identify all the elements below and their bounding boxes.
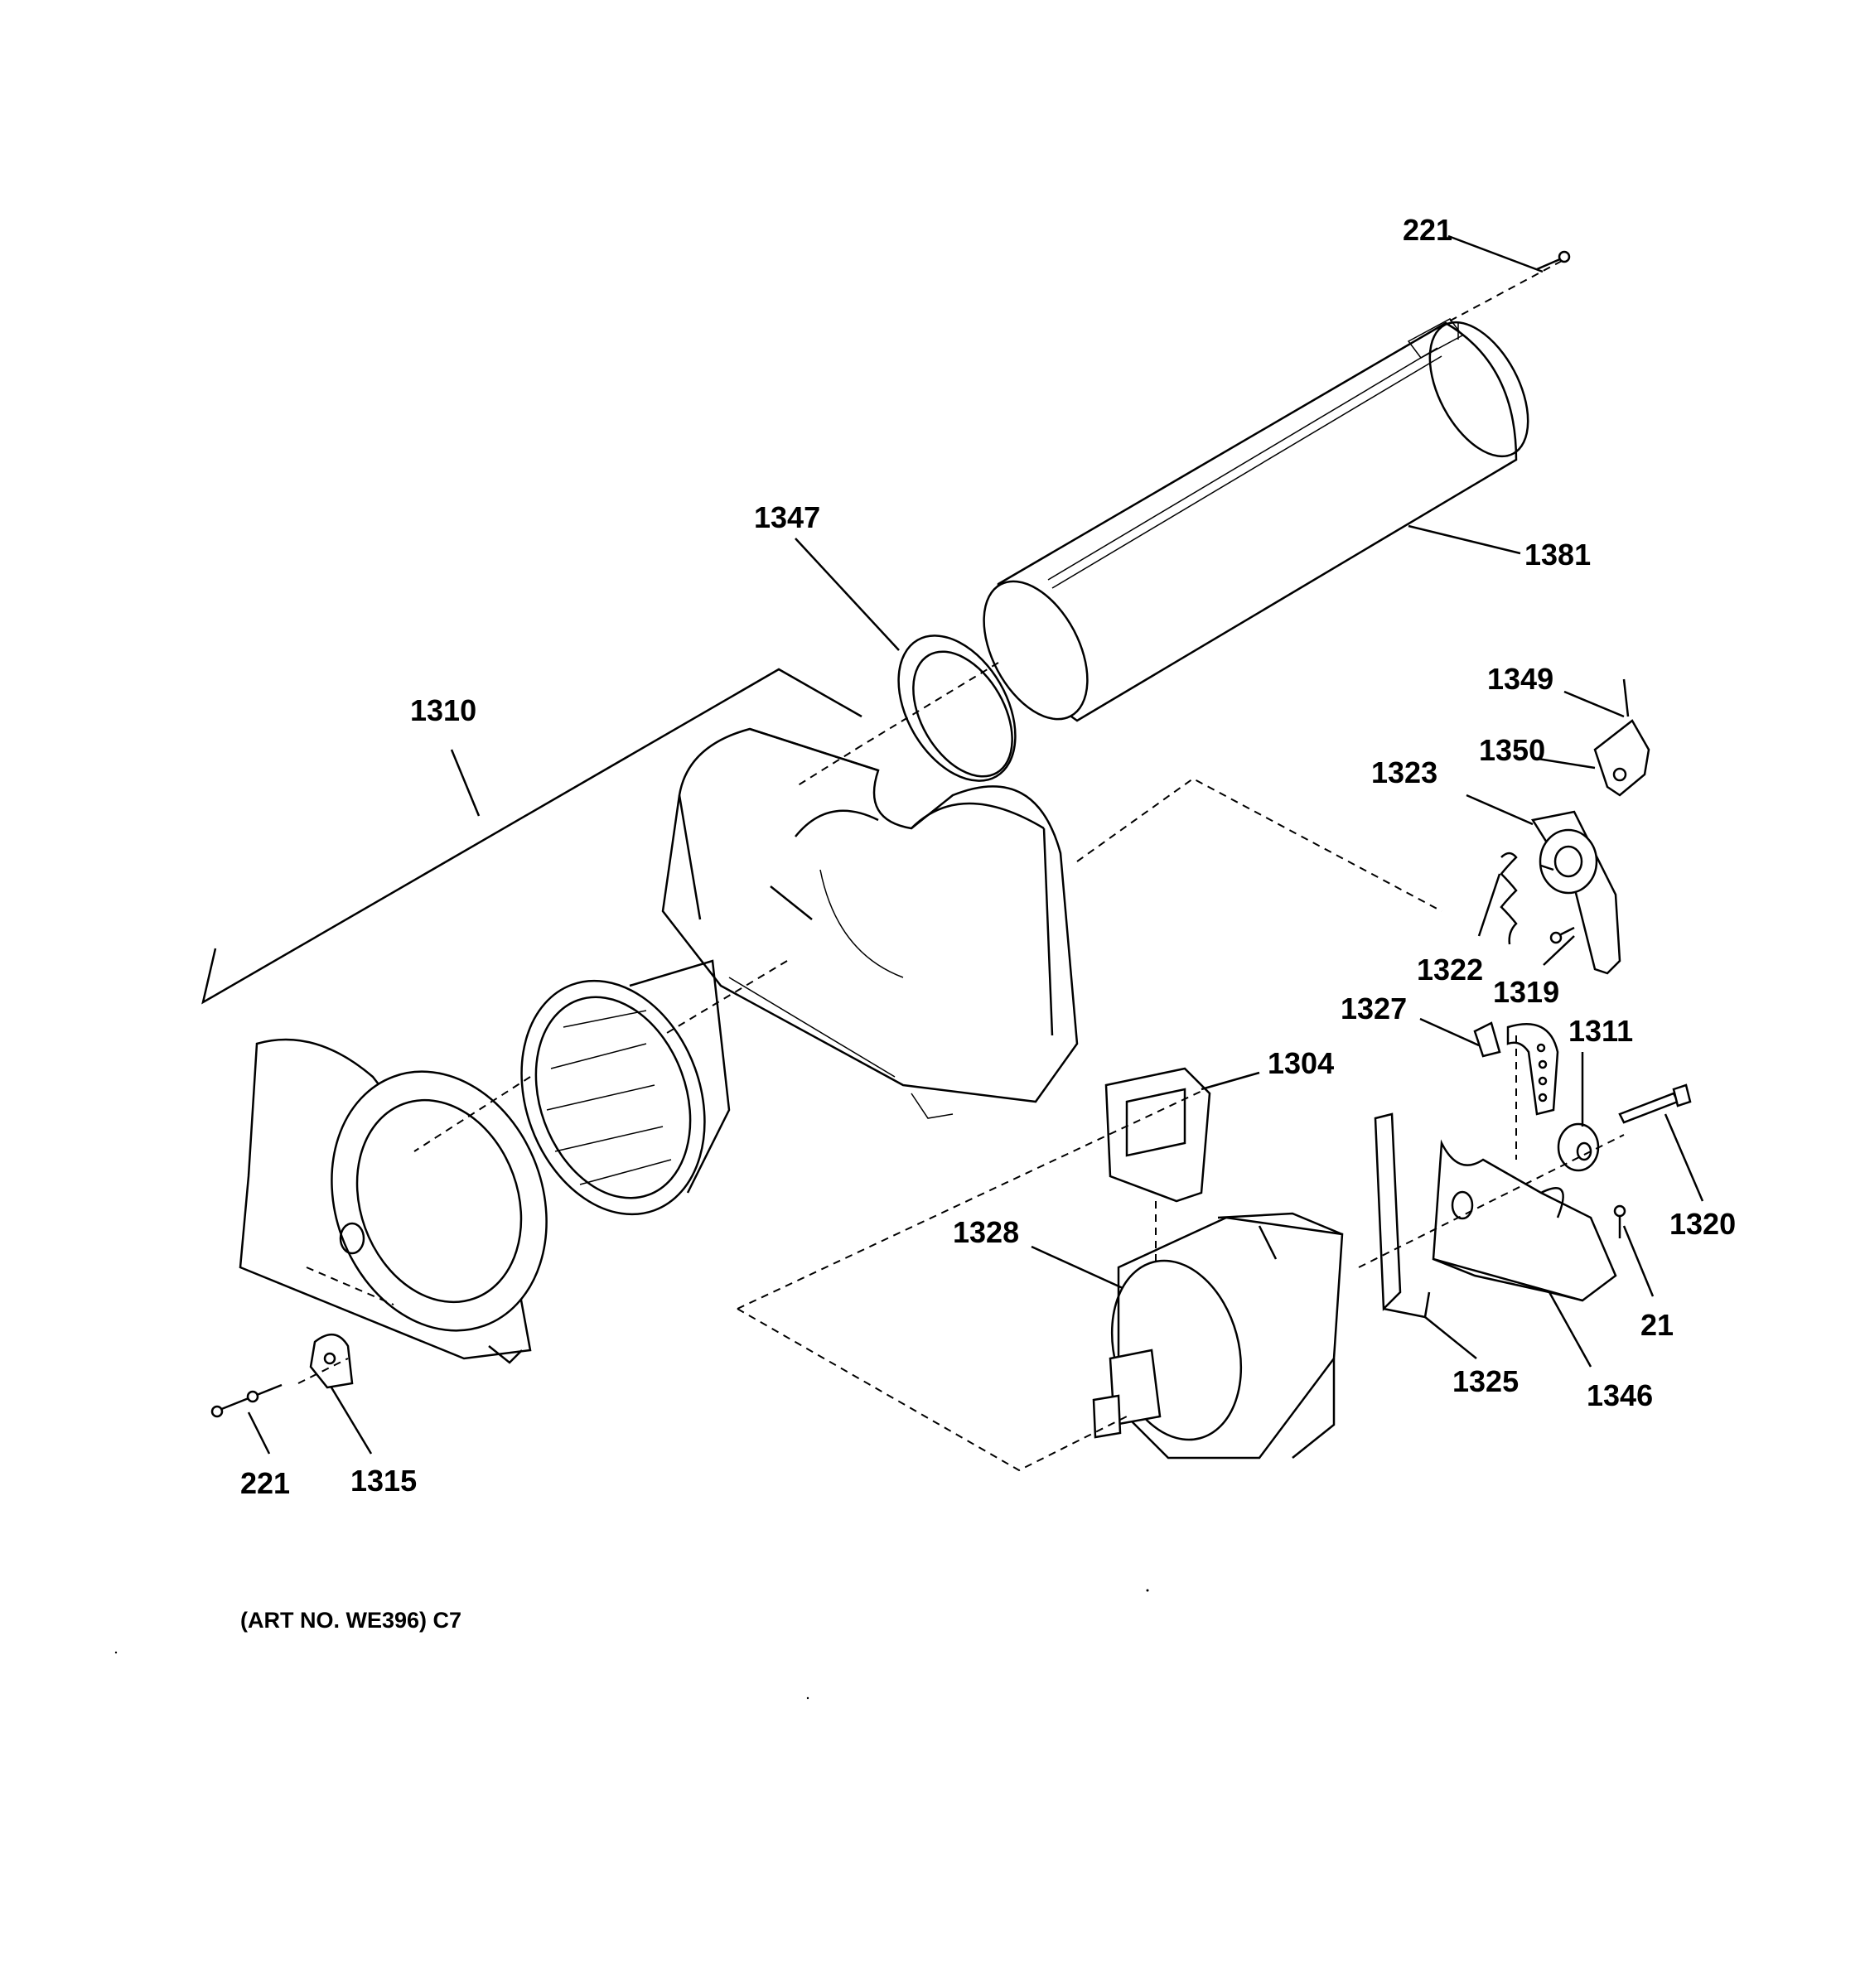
label-21: 21 [1640,1308,1674,1342]
label-1315: 1315 [350,1464,417,1498]
screw-221-bottom [210,1383,283,1418]
label-1327: 1327 [1341,992,1407,1025]
spring-1322 [1500,852,1518,945]
speck [1146,1589,1149,1592]
blower-wheel [520,959,731,1216]
duct-ring-1347 [897,635,1017,782]
blower-housing-1310 [661,727,1079,1119]
label-1323: 1323 [1371,755,1437,789]
label-1347: 1347 [754,500,820,534]
switch-1350 [1593,719,1650,797]
leader-lines [201,234,1704,1455]
label-1381: 1381 [1524,538,1591,572]
speck [114,1651,118,1654]
blower-front-cover [239,1038,548,1364]
motor-bracket-1304 [1104,1067,1211,1203]
idler-pulley-1323 [1530,810,1621,975]
idler-arm-1327 [1473,1021,1559,1116]
drive-motor-1328 [1092,1212,1344,1460]
wire-1349 [1622,678,1630,717]
label-1322: 1322 [1417,953,1483,987]
screw-21 [1613,1204,1626,1238]
switch-1325 [1374,1112,1431,1319]
label-1310: 1310 [410,693,476,727]
label-221-bottom: 221 [240,1466,290,1500]
idler-pulley-1311 [1557,1122,1600,1172]
label-1304: 1304 [1268,1046,1334,1080]
bolt-1320 [1618,1083,1692,1124]
label-1349: 1349 [1487,662,1553,696]
label-1319: 1319 [1493,975,1559,1009]
label-1320: 1320 [1669,1207,1736,1241]
screw-221-top [1536,250,1571,271]
label-1311: 1311 [1568,1014,1633,1048]
speck [806,1696,809,1700]
motor-mount-1346 [1432,1139,1617,1302]
label-1325: 1325 [1452,1364,1519,1398]
part-labels: 221 1347 1381 1310 1349 1350 1323 1322 1… [240,213,1736,1500]
thermostat-1315 [309,1334,354,1389]
label-221-top: 221 [1403,213,1452,247]
label-1328: 1328 [953,1215,1019,1249]
screw-1319 [1549,926,1575,944]
label-1346: 1346 [1587,1378,1653,1412]
assembly-dashed-lines [297,260,1625,1472]
exhaust-duct-1381 [983,318,1529,722]
label-1350: 1350 [1479,733,1545,767]
art-number-note: (ART NO. WE396) C7 [240,1608,461,1633]
